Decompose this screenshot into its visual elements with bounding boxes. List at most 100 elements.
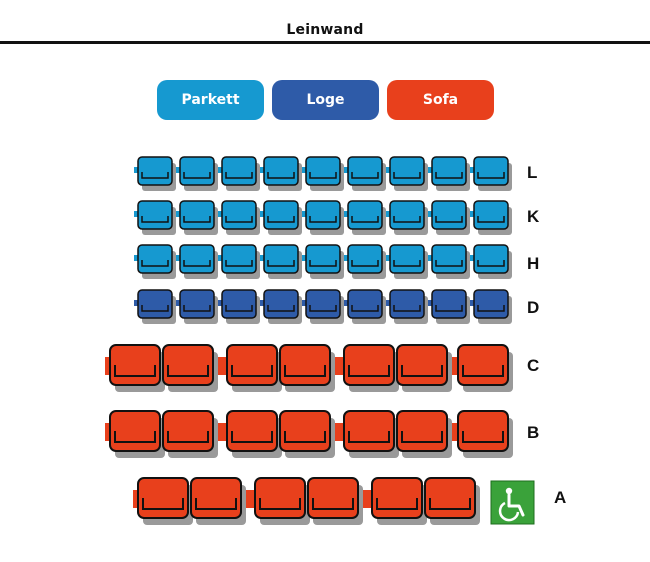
seat-cushion	[477, 260, 505, 267]
seat-cushion	[477, 216, 505, 223]
seat[interactable]	[179, 156, 218, 191]
legend-parkett-button[interactable]: Parkett	[157, 80, 264, 120]
seat[interactable]	[221, 289, 260, 324]
seat[interactable]	[431, 200, 470, 235]
sofa-seat[interactable]	[190, 477, 246, 525]
wheelchair-space	[490, 480, 535, 525]
seat-cushion	[309, 172, 337, 179]
seat-body	[263, 156, 299, 186]
seat-body	[179, 156, 215, 186]
sofa-seat[interactable]	[254, 477, 310, 525]
sofa-seat[interactable]	[424, 477, 480, 525]
sofa-seat[interactable]	[279, 410, 335, 458]
sofa-seat[interactable]	[371, 477, 427, 525]
seat-cushion	[348, 365, 390, 377]
seat[interactable]	[305, 289, 344, 324]
seat-cushion	[435, 216, 463, 223]
seat[interactable]	[473, 156, 512, 191]
seat[interactable]	[431, 244, 470, 279]
wheelchair-head	[505, 487, 513, 495]
seat[interactable]	[305, 200, 344, 235]
seat-cushion	[435, 172, 463, 179]
seat[interactable]	[473, 244, 512, 279]
seat[interactable]	[389, 200, 428, 235]
sofa-seat[interactable]	[396, 410, 452, 458]
sofa-seat[interactable]	[307, 477, 363, 525]
seat[interactable]	[263, 244, 302, 279]
seat[interactable]	[137, 156, 176, 191]
seat-body	[221, 156, 257, 186]
seat-cushion	[225, 172, 253, 179]
sofa-seat[interactable]	[396, 344, 452, 392]
seat-cushion	[462, 431, 504, 443]
seat-body	[389, 289, 425, 319]
seat-cushion	[267, 216, 295, 223]
row-label-b: B	[527, 423, 540, 442]
seat-body	[263, 289, 299, 319]
seat-body	[347, 289, 383, 319]
seat[interactable]	[347, 200, 386, 235]
seat-cushion	[114, 431, 156, 443]
seat[interactable]	[431, 156, 470, 191]
seat[interactable]	[305, 244, 344, 279]
seat-row-l	[134, 156, 512, 191]
sofa-seat[interactable]	[279, 344, 335, 392]
seat-cushion	[183, 260, 211, 267]
sofa-seat[interactable]	[226, 410, 282, 458]
wheelchair-icon[interactable]	[490, 480, 535, 525]
seat[interactable]	[179, 244, 218, 279]
seat-cushion	[259, 498, 301, 510]
seat[interactable]	[305, 156, 344, 191]
sofa-seat[interactable]	[457, 410, 513, 458]
sofa-seat[interactable]	[109, 344, 165, 392]
sofa-seat[interactable]	[343, 410, 399, 458]
seat-body	[162, 344, 214, 386]
seat[interactable]	[389, 289, 428, 324]
seat-body	[226, 344, 278, 386]
seat[interactable]	[263, 200, 302, 235]
seat-cushion	[351, 260, 379, 267]
sofa-seat[interactable]	[226, 344, 282, 392]
sofa-seat[interactable]	[109, 410, 165, 458]
seat[interactable]	[431, 289, 470, 324]
seat[interactable]	[137, 289, 176, 324]
seat-body	[137, 244, 173, 274]
seat[interactable]	[389, 244, 428, 279]
seat-body	[343, 344, 395, 386]
seat-cushion	[225, 305, 253, 312]
seat[interactable]	[473, 200, 512, 235]
seat-cushion	[225, 260, 253, 267]
sofa-seat[interactable]	[343, 344, 399, 392]
seat-cushion	[114, 365, 156, 377]
seat-body	[263, 244, 299, 274]
seat[interactable]	[137, 200, 176, 235]
sofa-seat[interactable]	[457, 344, 513, 392]
seat[interactable]	[221, 156, 260, 191]
seat[interactable]	[263, 156, 302, 191]
legend-sofa-button[interactable]: Sofa	[387, 80, 494, 120]
seat[interactable]	[389, 156, 428, 191]
seat[interactable]	[473, 289, 512, 324]
seat[interactable]	[221, 244, 260, 279]
seat[interactable]	[137, 244, 176, 279]
seat[interactable]	[347, 244, 386, 279]
seat[interactable]	[179, 200, 218, 235]
seat-body	[473, 289, 509, 319]
legend-loge-button[interactable]: Loge	[272, 80, 379, 120]
seat-cushion	[462, 365, 504, 377]
sofa-seat[interactable]	[162, 344, 218, 392]
seat-cushion	[183, 216, 211, 223]
seat-body	[279, 410, 331, 452]
seat[interactable]	[347, 156, 386, 191]
seat[interactable]	[347, 289, 386, 324]
wheelchair-body	[507, 493, 525, 517]
seat-body	[347, 156, 383, 186]
seat[interactable]	[179, 289, 218, 324]
seat-cushion	[284, 431, 326, 443]
sofa-seat[interactable]	[137, 477, 193, 525]
seat[interactable]	[221, 200, 260, 235]
seat-cushion	[376, 498, 418, 510]
sofa-seat[interactable]	[162, 410, 218, 458]
seat[interactable]	[263, 289, 302, 324]
